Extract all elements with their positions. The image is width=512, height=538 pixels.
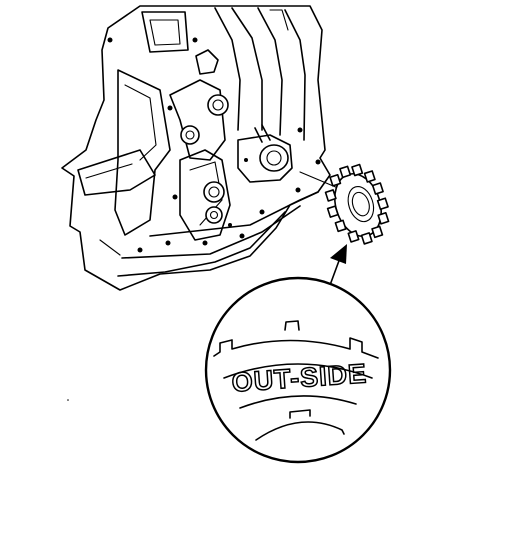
leader-line [299, 171, 339, 189]
bolt-holes [107, 37, 321, 253]
detail-circle [204, 276, 392, 464]
crankshaft-sprocket [324, 163, 390, 245]
engine-block-drawing [61, 5, 331, 291]
